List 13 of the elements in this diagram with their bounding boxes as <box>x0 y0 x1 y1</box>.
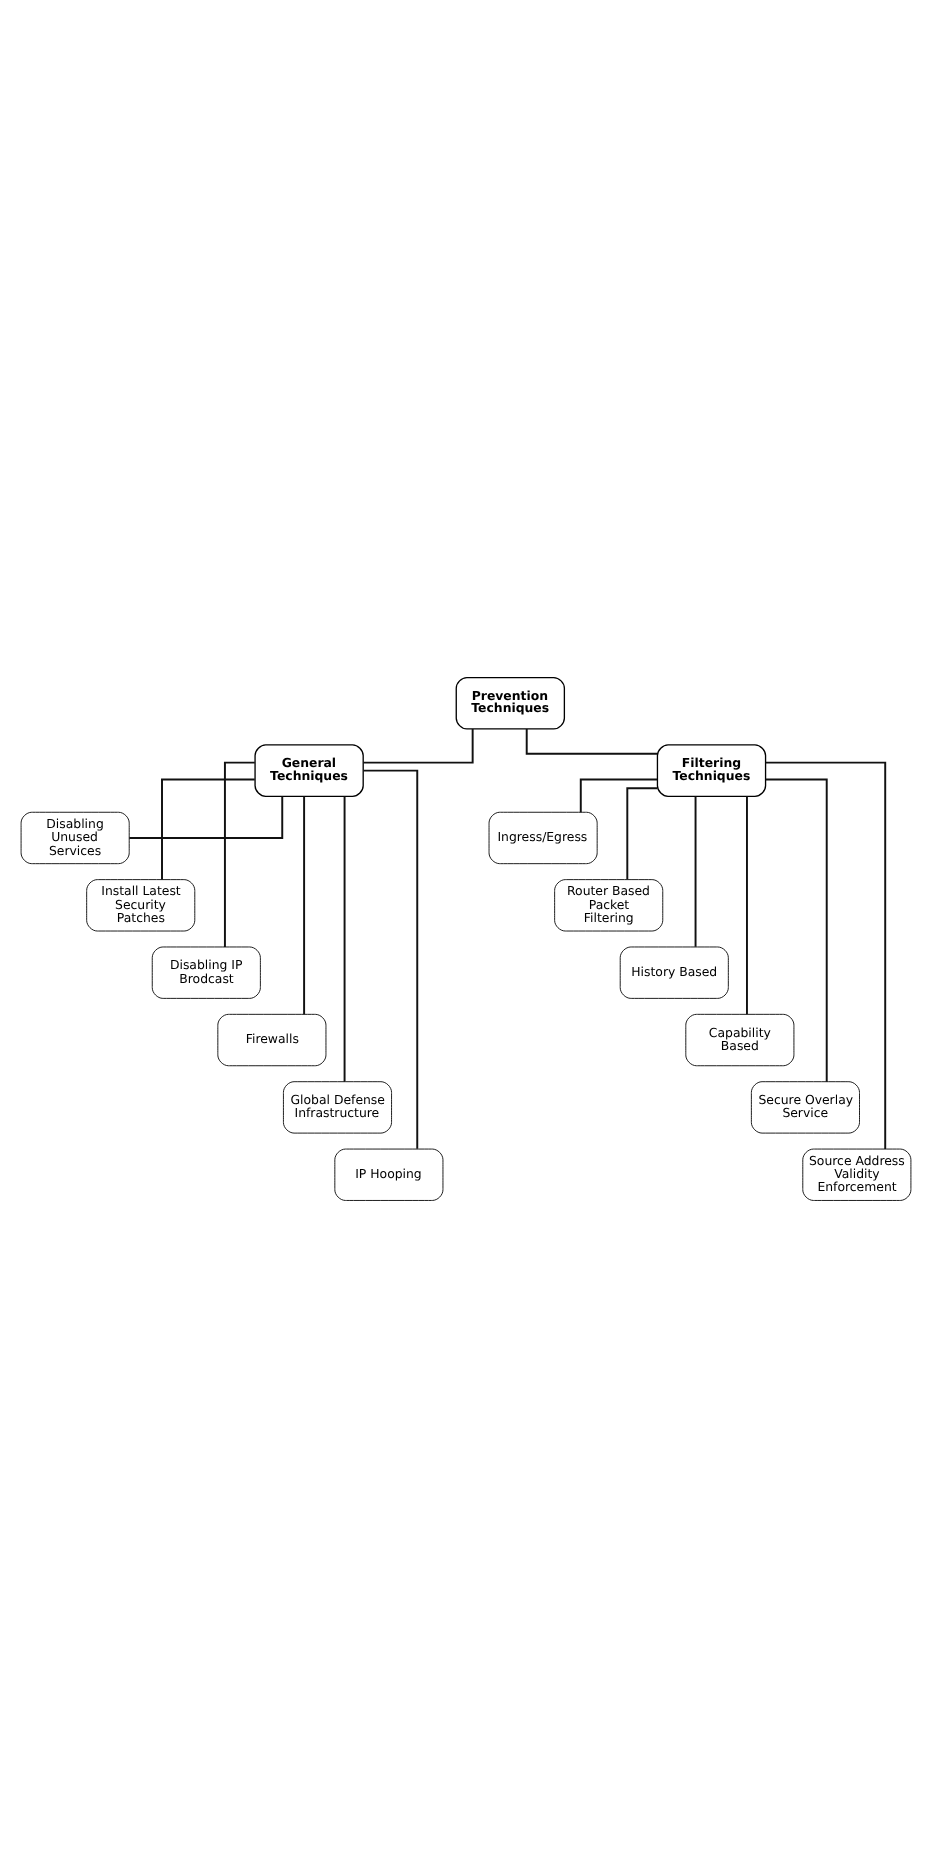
connector <box>579 777 659 813</box>
connector <box>694 794 697 947</box>
connector <box>764 777 828 1082</box>
connector <box>303 794 306 1015</box>
connector <box>343 794 346 1082</box>
connector <box>764 760 887 1149</box>
connector <box>362 768 419 1149</box>
connector <box>626 786 659 880</box>
connector <box>128 794 284 838</box>
connector <box>161 777 256 880</box>
connector <box>223 760 256 947</box>
connector <box>745 794 748 1015</box>
connector <box>362 727 474 763</box>
